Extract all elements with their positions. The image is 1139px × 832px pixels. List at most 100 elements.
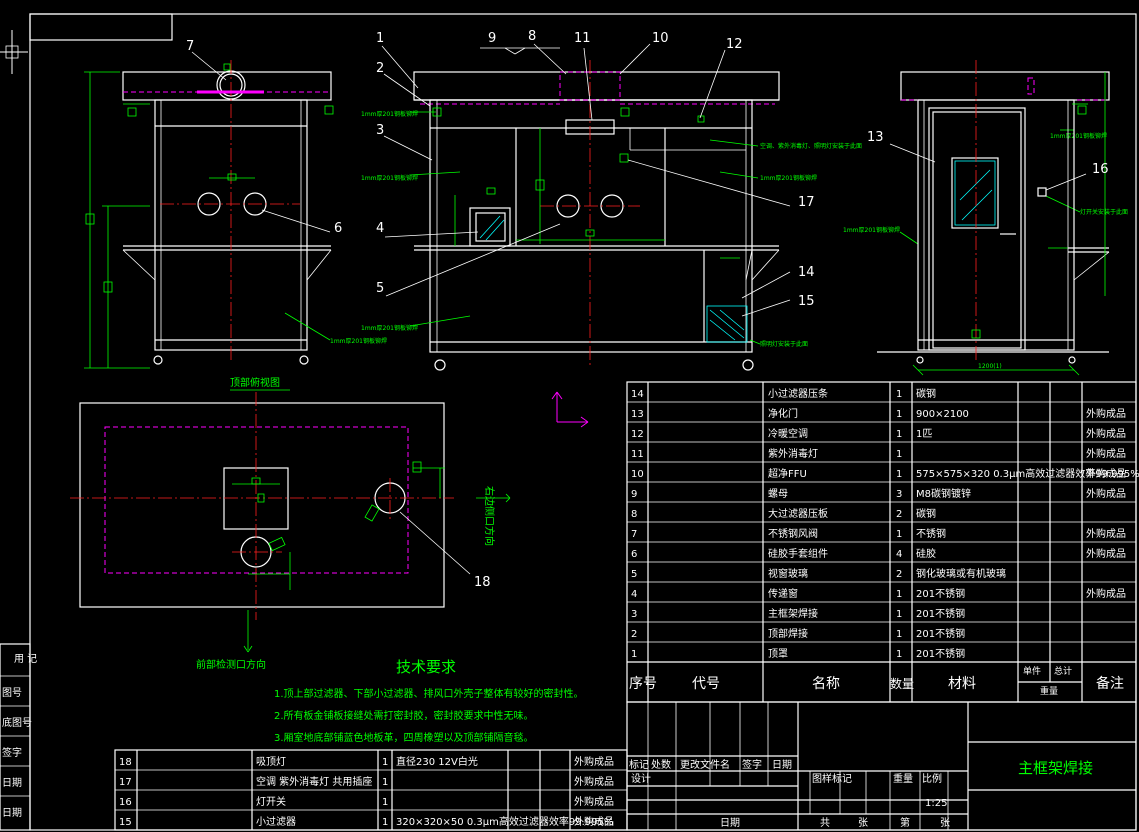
tech-requirements: 技术要求 1.顶上部过滤器、下部小过滤器、排风口外壳子整体有较好的密封性。 2.… bbox=[274, 658, 584, 744]
tb-sign: 签字 bbox=[742, 758, 762, 771]
bom-cell-seq: 8 bbox=[631, 509, 637, 520]
callout-number: 2 bbox=[376, 61, 384, 76]
ucs-axis-icon bbox=[551, 391, 589, 428]
callout-number: 15 bbox=[798, 294, 815, 309]
bom-cell-seq: 6 bbox=[631, 549, 637, 560]
bom-cell-seq: 15 bbox=[119, 817, 132, 828]
callout-number: 13 bbox=[867, 130, 884, 145]
bom-cell-remark: 外购成品 bbox=[574, 755, 614, 768]
tb-page: 第 bbox=[900, 816, 910, 829]
tb-date2: 日期 bbox=[720, 817, 740, 829]
bom-cell-qty: 1 bbox=[382, 777, 388, 788]
bom-cell-qty: 1 bbox=[382, 817, 388, 828]
right-dir-label: 右边侧口方向 bbox=[483, 486, 496, 546]
bom-cell-remark: 外购成品 bbox=[1086, 447, 1126, 460]
strip-label: 用 记 bbox=[14, 653, 37, 665]
tb-design: 设计 bbox=[631, 772, 651, 785]
bom-cell-seq: 17 bbox=[119, 777, 132, 788]
header-total: 总计 bbox=[1054, 665, 1072, 677]
header-single: 单件 bbox=[1023, 665, 1041, 677]
tb-count: 处数 bbox=[651, 758, 671, 771]
bom-cell-qty: 4 bbox=[896, 549, 902, 560]
bom-cell-name: 净化门 bbox=[768, 407, 798, 420]
note-text: 1mm厚201钢板铆焊 bbox=[760, 174, 817, 182]
tech-note: 1.顶上部过滤器、下部小过滤器、排风口外壳子整体有较好的密封性。 bbox=[274, 687, 584, 700]
callout-6: 6 bbox=[261, 209, 342, 236]
bom-cell-qty: 3 bbox=[896, 489, 902, 500]
bom-cell-material: 900×2100 bbox=[916, 409, 969, 420]
bom-cell-remark: 外购成品 bbox=[1086, 487, 1126, 500]
bom-cell-qty: 1 bbox=[896, 649, 902, 660]
bom-cell-seq: 13 bbox=[631, 409, 644, 420]
strip-label: 图号 bbox=[2, 687, 22, 699]
bom-cell-remark: 外购成品 bbox=[1086, 427, 1126, 440]
callout-number: 17 bbox=[798, 195, 815, 210]
bom-cell-name: 顶部焊接 bbox=[768, 627, 808, 640]
bom-cell-qty: 1 bbox=[896, 589, 902, 600]
crosshair-cursor-icon[interactable] bbox=[0, 30, 28, 74]
bom-cell-material: 直径230 12V白光 bbox=[396, 755, 478, 768]
bom-cell-material: 不锈钢 bbox=[916, 527, 946, 540]
left-elevation-view bbox=[84, 60, 334, 369]
header-seq: 序号 bbox=[629, 676, 657, 692]
callout-number: 9 bbox=[488, 31, 496, 46]
callout-number: 6 bbox=[334, 221, 342, 236]
tb-date: 日期 bbox=[772, 759, 792, 771]
bom-cell-material: 碳钢 bbox=[916, 507, 936, 520]
bom-cell-seq: 11 bbox=[631, 449, 644, 460]
header-weight: 重量 bbox=[1040, 685, 1058, 697]
bom-cell-qty: 1 bbox=[896, 449, 902, 460]
callout-number: 7 bbox=[186, 39, 194, 54]
bom-cell-seq: 12 bbox=[631, 429, 644, 440]
bom-cell-name: 冷暖空调 bbox=[768, 427, 808, 440]
callout-number: 11 bbox=[574, 31, 591, 46]
drawing-title: 主框架焊接 bbox=[1018, 759, 1093, 777]
bom-cell-qty: 1 bbox=[896, 469, 902, 480]
top-left-box bbox=[29, 13, 173, 41]
strip-label: 日期 bbox=[2, 807, 22, 819]
bom-cell-remark: 外购成品 bbox=[574, 775, 614, 788]
tb-scale-label: 比例 bbox=[922, 772, 942, 785]
bom-cell-qty: 1 bbox=[382, 797, 388, 808]
bom-cell-remark: 外购成品 bbox=[1086, 547, 1126, 560]
green-notes: 1mm厚201钢板铆焊 1mm厚201钢板铆焊 1mm厚201钢板铆焊 1mm厚… bbox=[330, 110, 1128, 348]
note-text: 照明灯安装于此面 bbox=[760, 340, 808, 348]
bom-cell-name: 小过滤器 bbox=[256, 815, 296, 828]
bom-cell-material: 201不锈钢 bbox=[916, 647, 965, 660]
bom-cell-name: 主框架焊接 bbox=[768, 607, 818, 620]
bom-cell-qty: 2 bbox=[896, 509, 902, 520]
strip-label: 日期 bbox=[2, 777, 22, 789]
bom-cell-name: 顶罩 bbox=[768, 648, 788, 660]
callout-number: 10 bbox=[652, 31, 669, 46]
bom-cell-remark: 外购成品 bbox=[1086, 467, 1126, 480]
bom-row: 11 紫外消毒灯 1 外购成品 bbox=[627, 441, 1136, 460]
note-text: 1mm厚201钢板铆焊 bbox=[330, 337, 387, 345]
callout-number: 4 bbox=[376, 221, 384, 236]
right-callouts: 13 16 bbox=[867, 130, 1109, 191]
tb-sheet: 共 bbox=[820, 817, 830, 829]
bom-cell-name: 传递窗 bbox=[768, 587, 798, 600]
middle-callouts: 1 2 3 4 5 9 8 11 10 12 17 14 15 bbox=[376, 29, 815, 317]
left-revision-strip: 用 记 图号 底图号 签字 日期 日期 bbox=[0, 643, 37, 831]
bom-cell-seq: 10 bbox=[631, 469, 644, 480]
bom-cell-qty: 1 bbox=[896, 609, 902, 620]
bom-cell-remark: 外购成品 bbox=[1086, 407, 1126, 420]
header-material: 材料 bbox=[948, 676, 976, 692]
bom-cell-name: 紫外消毒灯 bbox=[768, 447, 818, 460]
header-qty: 数量 bbox=[890, 676, 914, 691]
bom-cell-qty: 1 bbox=[382, 757, 388, 768]
bom-cell-seq: 9 bbox=[631, 489, 637, 500]
callout-number: 16 bbox=[1092, 162, 1109, 177]
